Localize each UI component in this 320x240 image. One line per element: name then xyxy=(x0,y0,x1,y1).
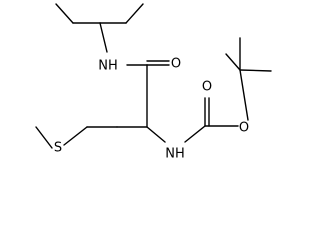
atom-label-amide-nh: NH xyxy=(98,59,118,74)
bond-alpha-to-nh xyxy=(146,126,166,143)
bond-ch-to-nh xyxy=(99,22,108,53)
bond-o-to-tbutyl xyxy=(239,69,249,121)
chemical-structure: NH O S NH O O xyxy=(35,3,272,162)
bond-gamma-to-s xyxy=(63,126,88,146)
bond-s-to-methyl xyxy=(35,126,53,149)
atom-label-sulfur: S xyxy=(54,141,62,156)
atom-label-carbamate-nh: NH xyxy=(165,147,185,162)
atom-label-amide-o: O xyxy=(171,57,181,72)
bond-tbutyl-methyl-right xyxy=(239,69,272,72)
bond-tbutyl-methyl-left xyxy=(225,53,241,71)
atom-label-ester-o: O xyxy=(239,121,249,136)
bond-nh-to-carbamate-c xyxy=(184,125,206,143)
bond-ethyl-left-terminal xyxy=(55,3,74,24)
bond-ethyl-right-terminal xyxy=(125,3,144,24)
atom-label-carbonyl-o: O xyxy=(202,80,212,95)
